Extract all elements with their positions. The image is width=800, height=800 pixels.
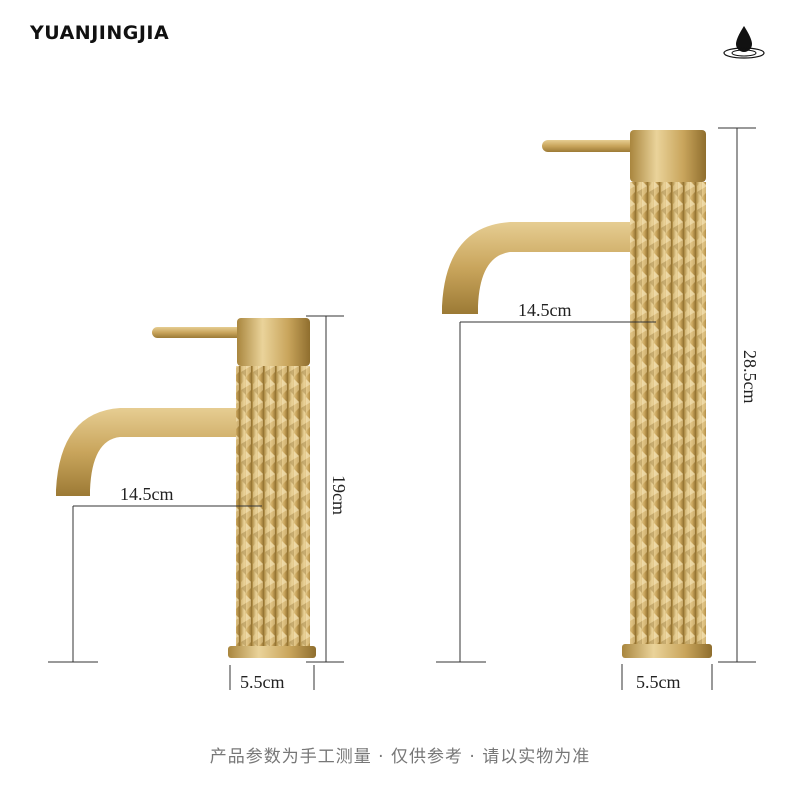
tall-reach-label: 14.5cm [518, 300, 572, 320]
short-faucet-lever [152, 327, 252, 338]
water-drop-icon [723, 26, 765, 59]
tall-faucet-cap [630, 130, 706, 182]
short-faucet-base [228, 646, 316, 658]
tall-height-label: 28.5cm [740, 350, 760, 404]
short-faucet-cap [237, 318, 310, 366]
tall-faucet [442, 130, 712, 658]
short-reach-label: 14.5cm [120, 484, 174, 504]
tall-faucet-base [622, 644, 712, 658]
tall-faucet-lever [542, 140, 646, 152]
short-height-label: 19cm [329, 475, 349, 515]
brand-logo: YUANJINGJIA [30, 22, 170, 44]
tall-faucet-spout [442, 222, 656, 314]
short-faucet [56, 318, 316, 658]
footer-disclaimer: 产品参数为手工测量 · 仅供参考 · 请以实物为准 [209, 747, 591, 767]
tall-faucet-body [630, 182, 706, 644]
short-base-label: 5.5cm [240, 672, 285, 692]
short-faucet-spout [56, 408, 262, 496]
tall-base-label: 5.5cm [636, 672, 681, 692]
